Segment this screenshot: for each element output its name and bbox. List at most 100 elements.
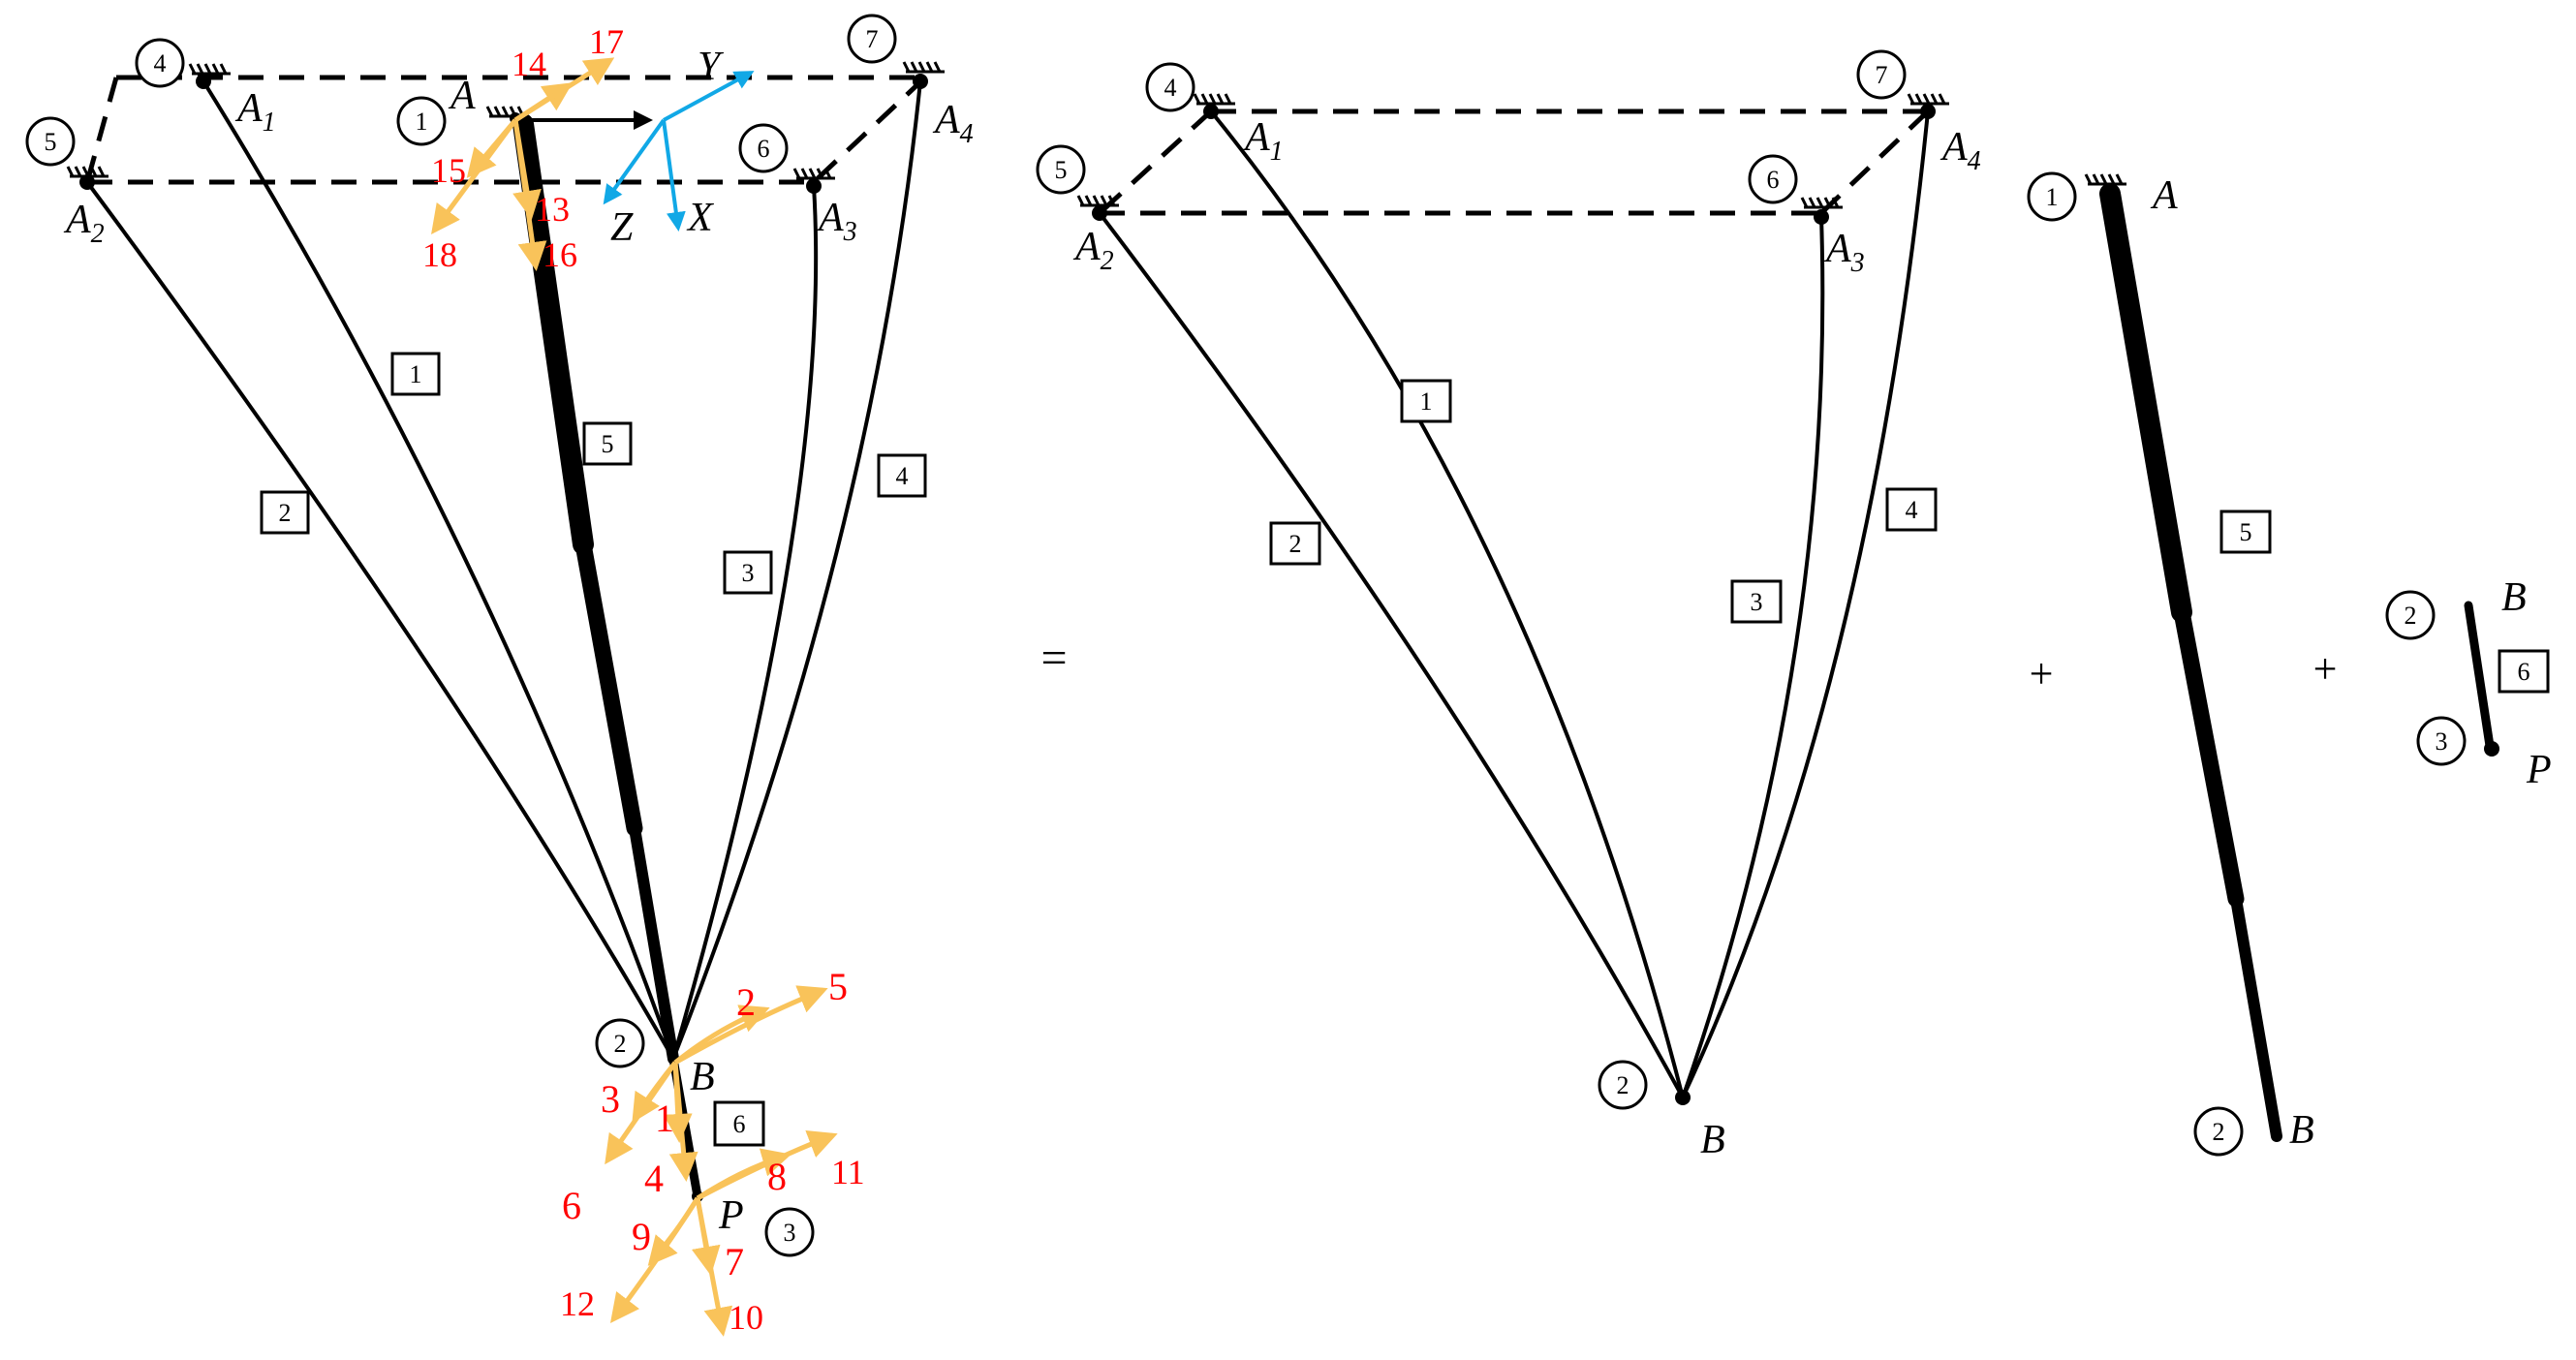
svg-text:2: 2 <box>2213 1118 2225 1146</box>
dof-label-14: 14 <box>512 45 546 83</box>
element-6: 6 <box>713 1100 765 1147</box>
node-4: 4 <box>135 38 185 88</box>
svg-text:1: 1 <box>1420 387 1433 416</box>
node-2: 2 <box>1598 1060 1648 1110</box>
node-labels-end: 2 3 <box>2385 590 2467 766</box>
node-2: 2 <box>2193 1106 2244 1157</box>
point-labels-left: A1 A2 A3 A4 A B P <box>63 74 974 1238</box>
dof-label-13: 13 <box>535 190 570 229</box>
svg-text:5: 5 <box>2240 518 2252 546</box>
mast-subsystem-panel: 1 2 5 A B <box>2027 171 2314 1157</box>
dof-label-4: 4 <box>644 1157 664 1200</box>
dof-labels-B: 1 2 3 4 5 6 <box>562 965 848 1227</box>
svg-text:4: 4 <box>154 49 167 77</box>
dof-labels-A: 13 14 15 16 17 18 <box>422 22 624 274</box>
node-3: 3 <box>2416 716 2467 766</box>
svg-text:2: 2 <box>2405 602 2417 630</box>
mast-middle <box>2099 183 2282 1142</box>
svg-text:3: 3 <box>742 559 755 587</box>
end-segment-panel: 2 3 6 B P <box>2385 575 2552 792</box>
element-6: 6 <box>2498 649 2550 694</box>
svg-text:3: 3 <box>784 1219 796 1247</box>
svg-text:4: 4 <box>896 462 909 490</box>
node-3: 3 <box>764 1207 815 1257</box>
svg-text:6: 6 <box>2518 658 2530 686</box>
plus-sign-2: + <box>2313 645 2338 693</box>
full-system-panel: Y Z X 13 14 15 16 17 18 <box>25 14 974 1337</box>
dof-labels-P: 7 8 9 10 11 12 <box>560 1153 865 1337</box>
node-labels-left: 4 5 1 6 7 2 3 <box>25 14 897 1257</box>
node-labels-mast: 1 2 <box>2027 171 2244 1157</box>
svg-text:1: 1 <box>2046 183 2059 211</box>
element-5: 5 <box>2219 510 2272 554</box>
label-A1: A1 <box>1242 115 1284 167</box>
dof-arrows-A <box>431 57 615 271</box>
label-A2: A2 <box>63 198 105 249</box>
dof-label-10: 10 <box>729 1298 763 1337</box>
label-A3: A3 <box>1823 227 1865 278</box>
label-B: B <box>690 1055 715 1099</box>
element-4: 4 <box>877 453 927 498</box>
supports-middle <box>1076 93 1949 209</box>
label-A: A <box>448 74 476 118</box>
svg-text:2: 2 <box>1289 530 1302 558</box>
node-1: 1 <box>2027 171 2077 222</box>
point-labels-mast: A B <box>2150 173 2314 1153</box>
dof-label-18: 18 <box>422 235 457 274</box>
dof-label-17: 17 <box>589 22 624 61</box>
dof-label-5: 5 <box>828 965 848 1008</box>
node-2: 2 <box>2385 590 2436 640</box>
element-labels-middle: 1 2 3 4 <box>1269 379 1938 624</box>
node-2: 2 <box>595 1018 645 1068</box>
label-A: A <box>2150 173 2178 218</box>
equals-sign: = <box>1040 633 1067 684</box>
point-labels-middle: A1 A2 A3 A4 B <box>1072 115 1981 1162</box>
element-2: 2 <box>260 490 310 535</box>
svg-text:7: 7 <box>1876 61 1888 89</box>
svg-text:5: 5 <box>45 128 57 156</box>
element-1: 1 <box>390 352 441 396</box>
svg-text:6: 6 <box>1767 166 1780 194</box>
element-labels-left: 1 2 5 3 4 6 <box>260 352 927 1147</box>
label-A2: A2 <box>1072 225 1114 276</box>
node-1: 1 <box>396 96 447 146</box>
svg-text:1: 1 <box>416 108 428 136</box>
label-A3: A3 <box>816 196 857 247</box>
svg-text:3: 3 <box>2436 727 2448 756</box>
coordinate-axes: Y Z X <box>518 45 755 250</box>
dof-label-3: 3 <box>601 1077 620 1121</box>
svg-text:5: 5 <box>602 430 614 458</box>
dof-label-8: 8 <box>767 1155 787 1198</box>
label-A4: A4 <box>1940 125 1981 176</box>
dof-label-11: 11 <box>831 1153 865 1191</box>
element-5: 5 <box>582 421 633 466</box>
label-A4: A4 <box>932 98 974 149</box>
node-labels-middle: 4 5 6 7 2 <box>1036 49 1907 1110</box>
node-5: 5 <box>25 116 76 167</box>
cables-middle <box>1098 109 1930 1098</box>
dof-label-12: 12 <box>560 1284 595 1323</box>
svg-text:2: 2 <box>279 499 292 527</box>
dof-label-9: 9 <box>632 1215 651 1258</box>
dof-label-7: 7 <box>725 1240 744 1283</box>
element-1: 1 <box>1400 379 1452 423</box>
dof-label-2: 2 <box>736 980 756 1024</box>
node-5: 5 <box>1036 144 1086 195</box>
svg-text:3: 3 <box>1751 588 1763 616</box>
dof-arrows-B <box>605 985 828 1182</box>
cables-left <box>85 79 922 1060</box>
svg-text:4: 4 <box>1164 74 1177 102</box>
support-mast <box>2084 173 2126 186</box>
dashed-frame-left <box>84 75 927 185</box>
point-P-dot <box>2484 741 2499 757</box>
label-B: B <box>2289 1108 2314 1153</box>
plus-sign-1: + <box>2030 650 2054 697</box>
end-segment-bar <box>2464 601 2495 751</box>
node-6: 6 <box>738 123 789 173</box>
cable-subsystem-panel: 4 5 6 7 2 1 2 3 4 A1 A2 A3 A4 B <box>1036 49 1981 1162</box>
label-B: B <box>1700 1118 1725 1162</box>
axis-Y-label: Y <box>698 45 725 89</box>
dashed-frame-middle <box>1098 108 1930 216</box>
node-7: 7 <box>847 14 897 64</box>
